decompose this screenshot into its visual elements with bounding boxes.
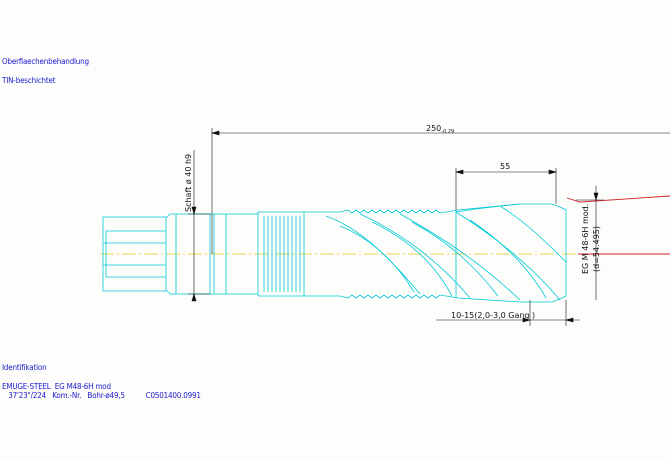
thread-pitch-diameter-label: (d=54.495) bbox=[592, 226, 601, 272]
thread-length-label: 55 bbox=[500, 162, 510, 171]
overall-length-label: 250-0.29 bbox=[426, 124, 454, 135]
dimension-lines bbox=[188, 128, 670, 326]
workpiece-outline bbox=[566, 195, 670, 255]
shank-diameter-label: Schaft ø 40 h9 bbox=[184, 154, 193, 212]
identification-line-1: EMUGE-STEEL EG M48-6H mod bbox=[2, 382, 111, 391]
identification-line-2: 37'23"/224 Kom.-Nr. Bohr-ø49,5 C0501400.… bbox=[2, 391, 201, 400]
tap-tool-outline bbox=[102, 203, 567, 303]
surface-treatment-title: Oberflaechenbehandlung bbox=[2, 57, 89, 66]
surface-treatment-value: TIN-beschichtet bbox=[2, 76, 56, 85]
thread-spec-label: EG M 48-6H mod. bbox=[581, 204, 590, 274]
chamfer-label: 10-15(2,0-3,0 Gang ) bbox=[451, 311, 535, 320]
identification-title: Identifikation bbox=[2, 363, 47, 372]
